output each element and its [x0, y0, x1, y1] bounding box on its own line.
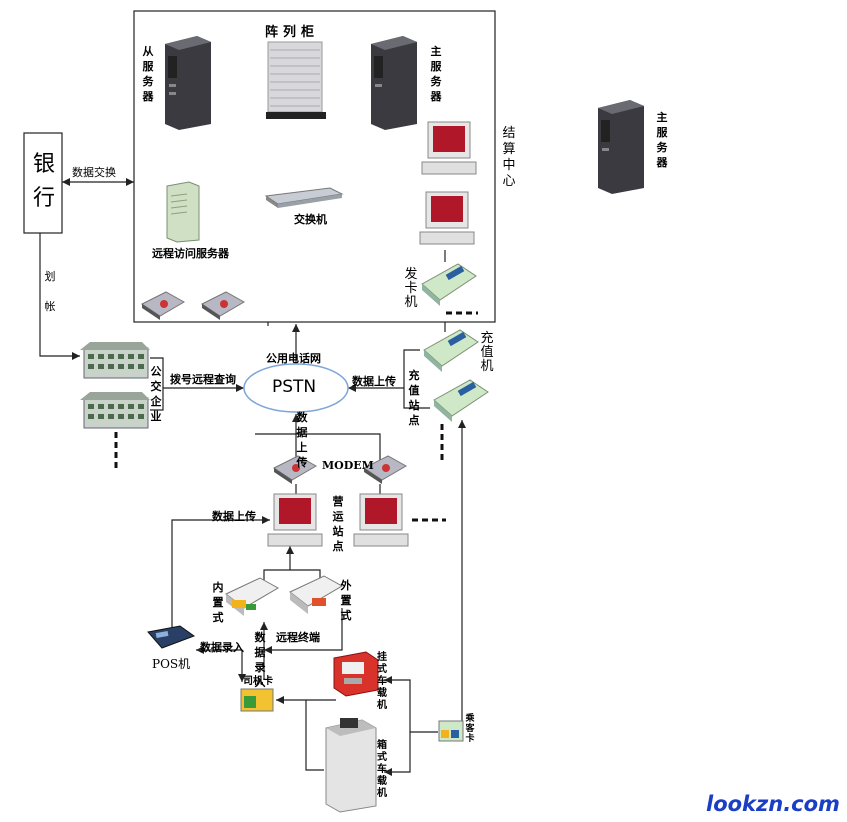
- data-upload-left-label: 数据上传: [212, 510, 256, 523]
- modem-label: MODEM: [322, 459, 374, 472]
- array-cabinet-icon: [266, 41, 326, 119]
- card-icon: [240, 688, 274, 712]
- computer-icon: [353, 493, 409, 547]
- switch-label: 交换机: [294, 213, 327, 226]
- data-entry-label: 数据录入: [200, 641, 244, 654]
- public-phone-network-label: 公用电话网: [266, 352, 321, 365]
- bus-company-label: 公交企业: [150, 365, 162, 423]
- server-tower-icon: [598, 100, 644, 194]
- array-cabinet-label: 阵列柜: [265, 25, 320, 40]
- settlement-center-label: 结算中心: [502, 126, 516, 189]
- driver-card-label: 司机卡: [243, 676, 273, 687]
- vehicle-terminal-icon: [325, 718, 377, 813]
- external-reader-icon: [289, 575, 344, 614]
- card-icon: [438, 720, 464, 742]
- main-server-outside-label: 主服务器: [656, 111, 668, 169]
- data-exchange-label: 数据交换: [72, 166, 116, 179]
- building-icon: [80, 392, 150, 429]
- card-issuer-label: 发卡机: [404, 267, 418, 310]
- pos-label: POS机: [152, 657, 191, 671]
- vehicle-terminal-icon: [333, 651, 379, 697]
- data-upload-right-label: 数据上传: [352, 375, 396, 388]
- modem-icon: [201, 291, 246, 320]
- bank-label: 银行: [32, 152, 55, 211]
- passenger-card-label: 乘客卡: [465, 714, 475, 744]
- pstn-label: PSTN: [272, 377, 317, 397]
- card-reader-icon: [423, 329, 479, 372]
- pstn-cloud: [243, 363, 349, 413]
- computer-icon: [419, 191, 475, 245]
- bank-box: [23, 132, 63, 234]
- internal-label: 内置式: [212, 581, 224, 624]
- computer-icon: [421, 121, 477, 175]
- server-tower-icon: [371, 36, 417, 130]
- data-entry-vertical-label: 数据录入: [254, 631, 266, 689]
- external-label: 外置式: [340, 579, 352, 622]
- dial-remote-query-label: 拨号远程查询: [170, 373, 236, 386]
- data-upload-center-label: 数据上传: [296, 411, 308, 469]
- card-reader-icon: [421, 263, 477, 306]
- modem-icon: [141, 291, 186, 320]
- switch-icon: [264, 187, 344, 208]
- main-server-label: 主服务器: [430, 45, 442, 103]
- hanging-vehicle-label: 挂式车载机: [377, 652, 387, 711]
- remote-access-server-label: 远程访问服务器: [152, 247, 229, 260]
- transfer-label: 划帐: [44, 270, 56, 313]
- box-vehicle-label: 箱式车载机: [377, 740, 387, 799]
- modem-icon: [363, 455, 408, 484]
- pos-terminal-icon: [147, 625, 196, 649]
- internal-reader-icon: [225, 577, 280, 616]
- recharge-machine-label: 充值机: [480, 331, 494, 374]
- remote-terminal-label: 远程终端: [276, 631, 320, 644]
- recharge-station-label: 充值站点: [408, 369, 420, 427]
- slave-server-label: 从服务器: [142, 45, 154, 103]
- server-tower-icon: [165, 36, 211, 130]
- modem-icon: [273, 455, 318, 484]
- remote-access-server-icon: [166, 181, 200, 243]
- watermark: lookzn.com: [706, 792, 840, 816]
- card-reader-icon: [433, 379, 489, 422]
- settlement-center-frame: [133, 10, 496, 323]
- building-icon: [80, 342, 150, 379]
- computer-icon: [267, 493, 323, 547]
- operating-station-label: 营运站点: [332, 495, 344, 553]
